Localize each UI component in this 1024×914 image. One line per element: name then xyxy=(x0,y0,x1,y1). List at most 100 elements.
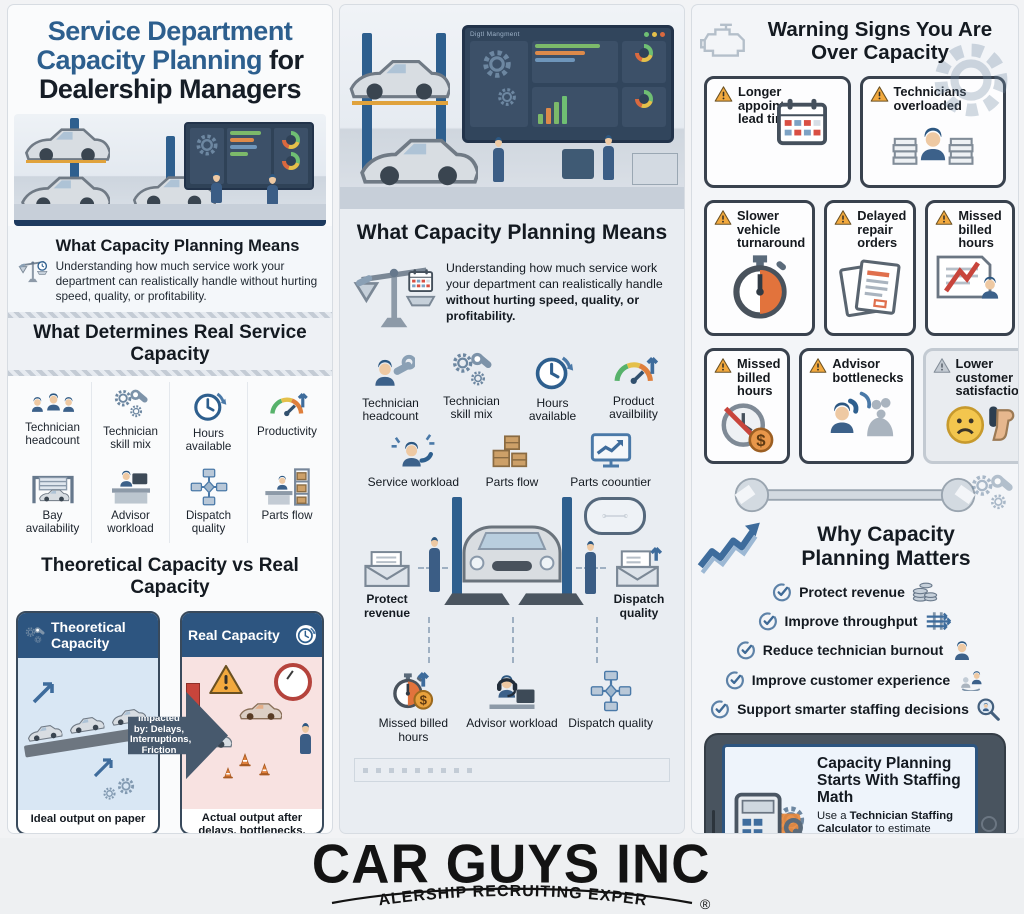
capacity-meaning-section: What Capacity Planning Means Understandi… xyxy=(340,209,684,339)
gears-icon xyxy=(24,625,46,647)
factors-row1: Technician headcount Technician skill mi… xyxy=(340,339,684,428)
section-body: Understanding how much service work your… xyxy=(55,259,318,303)
staffing-math-tablet: Capacity Planning Starts With Staffing M… xyxy=(704,733,1006,833)
check-circle-icon xyxy=(758,611,778,631)
benefit-label: Improve customer experience xyxy=(751,671,951,688)
title-line2-dark: for xyxy=(262,45,304,76)
warning-triangle-icon xyxy=(208,663,244,696)
factor-label: Parts flow xyxy=(485,474,539,489)
benefit-item: Improve throughput xyxy=(698,610,1012,632)
warning-triangle-icon xyxy=(714,209,732,226)
factor-label: Advisor workload xyxy=(466,716,558,731)
meaning-body-normal: Understanding how much service work your… xyxy=(446,261,663,292)
flowchart-icon xyxy=(190,468,228,506)
factors-row2: Service workload Parts flow Parts coount… xyxy=(340,428,684,493)
warning-box: Longer appointment lead times xyxy=(704,76,851,189)
kpi-bar xyxy=(230,131,261,136)
side-label-left: Protect revenue xyxy=(363,592,411,620)
gear-wrench-badge-icon xyxy=(968,470,1016,518)
warning-box: Slower vehicle turnaround xyxy=(704,200,816,337)
car-icon xyxy=(67,714,105,736)
why-benefits-list: Protect revenue Improve throughput Reduc… xyxy=(692,572,1018,721)
garage-hero-illustration xyxy=(14,114,326,227)
garage-bay-icon xyxy=(31,468,75,506)
warning-label: Missed billed hours xyxy=(737,356,781,398)
kpi-bar xyxy=(230,145,258,150)
horizontal-wrench-icon xyxy=(720,474,990,516)
warning-label: Slower vehicle turnaround xyxy=(737,208,806,250)
monitor-chart-icon xyxy=(589,432,633,472)
balance-scale-calendar-icon xyxy=(352,253,436,333)
benefit-label: Protect revenue xyxy=(799,584,905,601)
factor-cell: Productivity xyxy=(248,382,326,462)
warning-box: Advisor bottlenecks xyxy=(799,348,914,465)
title-line3: Dealership Managers xyxy=(38,74,302,105)
gauge-widget xyxy=(282,152,300,171)
flowchart-icon xyxy=(590,669,632,713)
check-circle-icon xyxy=(736,640,756,660)
work-desk xyxy=(632,153,678,185)
warning-triangle-icon xyxy=(714,85,733,103)
theoretical-caption: Ideal output on paper xyxy=(30,813,146,826)
section-heading: What Capacity Planning Means xyxy=(356,221,668,244)
warning-label: Missed billed hours xyxy=(958,208,1002,250)
benefit-item: Reduce technician burnout xyxy=(698,638,1012,662)
clock-alert-icon xyxy=(296,625,316,646)
advisor-headset-icon xyxy=(488,669,536,713)
factor-label: Advisor workload xyxy=(107,508,154,535)
section-heading: What Capacity Planning Means xyxy=(55,237,300,256)
traffic-cone-icon xyxy=(222,767,234,779)
blueprint-strip xyxy=(354,758,670,783)
gear-icon xyxy=(102,786,117,801)
factor-label: Technician skill mix xyxy=(443,394,500,422)
technician-figure xyxy=(602,135,615,180)
gear-icon xyxy=(480,47,514,81)
warning-box-muted: Lower customer satisfaction xyxy=(922,348,1018,465)
factor-label: Parts flow xyxy=(261,508,313,522)
factor-cell: Dispatch quality xyxy=(170,461,248,544)
envelope-document-icon xyxy=(362,549,412,589)
factor-cell: Hours available xyxy=(512,347,593,428)
tablet-screen: Capacity Planning Starts With Staffing M… xyxy=(722,744,978,833)
comparison-section: Theoretical Capacity Ideal output on pap… xyxy=(16,605,324,833)
factor-cell: Technician skill mix xyxy=(431,347,512,428)
factor-label: Bay availability xyxy=(25,508,80,535)
factor-cell: Advisor workload xyxy=(463,665,562,748)
warning-triangle-icon xyxy=(834,209,852,226)
check-circle-icon xyxy=(725,670,745,690)
meaning-body-bold: without hurting speed, quality, or profi… xyxy=(446,293,640,323)
advisor-desk-icon xyxy=(110,468,152,506)
factor-label: Technician headcount xyxy=(362,396,419,424)
warning-box: Missed billed hours xyxy=(925,200,1016,337)
cta-body-post: to estimate whether the current technici… xyxy=(875,823,931,833)
real-title: Real Capacity xyxy=(188,626,280,643)
tablet-camera xyxy=(981,815,997,832)
tablet-speaker xyxy=(712,809,715,833)
up-arrow-icon xyxy=(32,682,54,704)
balance-scale-icon xyxy=(18,236,48,304)
connector-line xyxy=(428,617,430,664)
theoretical-title: Theoretical Capacity xyxy=(51,619,126,651)
technician-report-icon xyxy=(935,253,1005,313)
traffic-cone-icon xyxy=(258,763,271,776)
warning-triangle-icon xyxy=(809,357,827,374)
gear-icon xyxy=(116,776,136,796)
factor-label: Dispatch quality xyxy=(568,716,654,731)
gauge-widget xyxy=(282,131,300,150)
technician-wrench-icon xyxy=(367,351,415,393)
footer-logo-band: CAR GUYS INC DEALERSHIP RECRUITING EXPER… xyxy=(0,838,1024,914)
side-label-right: Dispatch quality xyxy=(613,592,665,620)
middle-panel: Digtl Mangment What Capacity Planning Me… xyxy=(340,5,684,833)
gauge-widget xyxy=(635,44,653,62)
vehicle-lift-illustration: Protect revenue Dispatch quality xyxy=(340,497,684,665)
gauge-widget xyxy=(635,90,653,108)
benefit-label: Reduce technician burnout xyxy=(762,642,944,659)
gear-icon xyxy=(194,132,220,158)
car-guys-logo: CAR GUYS INC DEALERSHIP RECRUITING EXPER… xyxy=(302,839,711,912)
kpi-bar xyxy=(535,58,575,62)
raised-car-icon xyxy=(346,55,450,102)
factor-cell: Technician headcount xyxy=(350,347,431,428)
cta-title: Capacity Planning Starts With Staffing M… xyxy=(817,755,961,807)
lift-ramp xyxy=(518,593,584,606)
connector-line xyxy=(512,617,514,664)
